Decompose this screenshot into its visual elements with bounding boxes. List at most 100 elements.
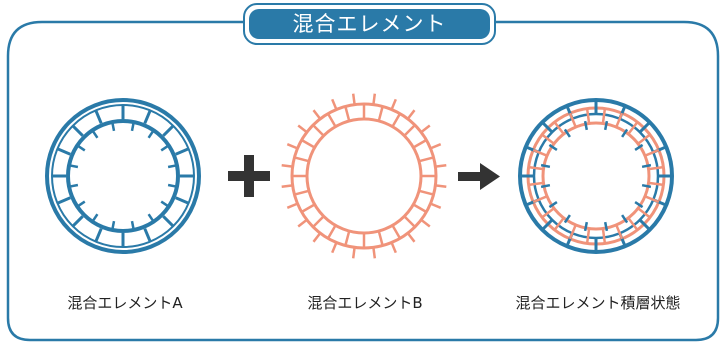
element-b-rung xyxy=(300,138,316,149)
element-b-rung xyxy=(294,189,310,196)
stacked-salmon-rung xyxy=(568,112,577,128)
element-b-spike xyxy=(430,143,442,150)
element-b-rung xyxy=(403,124,416,137)
element-a-inner-tick xyxy=(76,200,86,208)
stacked-salmon-rung xyxy=(568,224,577,240)
plus-icon xyxy=(228,155,270,197)
element-a-inner-tick xyxy=(68,164,79,169)
element-b-spike xyxy=(420,124,431,134)
element-b-rung xyxy=(377,106,384,122)
caption-element-a: 混合エレメントA xyxy=(67,294,183,312)
stacked-salmon-rung xyxy=(644,195,660,204)
element-b-rung xyxy=(403,215,416,228)
element-b-spike xyxy=(435,163,447,168)
stacked-salmon-rung xyxy=(644,148,660,157)
element-a-rung xyxy=(162,215,175,228)
outer-frame xyxy=(6,20,720,342)
stacked-salmon-rung xyxy=(541,207,555,219)
element-b-spike xyxy=(297,124,308,134)
stacked-salmon-rung xyxy=(648,181,664,187)
stacked-blue-inner-tick xyxy=(548,201,558,209)
stacked-salmon-rung xyxy=(528,165,544,171)
stacked-blue-rung xyxy=(638,218,651,231)
element-b-rung xyxy=(412,138,428,149)
element-b-spike xyxy=(406,109,416,120)
stacked-salmon-rung xyxy=(585,108,591,124)
element-a-rung xyxy=(143,109,152,124)
element-a-inner-tick xyxy=(167,164,178,169)
element-a-inner-tick xyxy=(91,213,99,223)
element-a-inner-tick xyxy=(130,121,135,132)
element-a-inner-tick xyxy=(160,200,170,208)
stacked-blue-rung xyxy=(638,121,651,134)
element-a-rung xyxy=(56,147,71,156)
element-a-rung xyxy=(94,109,103,124)
element-b-rung xyxy=(294,156,310,163)
element-b-spike xyxy=(406,232,416,243)
stacked-salmon-rung xyxy=(532,148,548,157)
arrow-right-icon xyxy=(458,163,500,190)
stacked-salmon-rung xyxy=(637,133,651,145)
stacked-blue-inner-tick xyxy=(621,214,629,224)
stacked-blue-inner-tick xyxy=(563,214,571,224)
element-b-spike xyxy=(297,218,308,228)
element-b-spike xyxy=(286,202,298,209)
stacked-blue-inner-tick xyxy=(641,183,652,189)
element-a-rung xyxy=(143,228,152,243)
title-badge: 混合エレメント xyxy=(243,3,496,45)
element-b-rung xyxy=(326,112,337,128)
stacked-salmon-rung xyxy=(648,165,664,171)
element-b-ring xyxy=(281,93,447,259)
element-b-rung xyxy=(312,215,325,228)
stacked-blue-inner-tick xyxy=(603,120,609,131)
element-b-rung xyxy=(326,224,337,240)
element-a-inner-tick xyxy=(160,144,170,152)
element-a-inner-tick xyxy=(68,183,79,188)
element-b-spike xyxy=(281,163,293,168)
element-a-rung xyxy=(175,196,190,205)
element-a-inner-tick xyxy=(147,129,155,139)
stacked-salmon-rung xyxy=(627,121,639,135)
element-b-spike xyxy=(281,184,293,189)
stacked-salmon-rung xyxy=(541,133,555,145)
element-b-spike xyxy=(390,98,397,110)
stacked-blue-inner-tick xyxy=(634,201,644,209)
element-b-spike xyxy=(331,98,338,110)
stacked-blue-inner-tick xyxy=(583,120,589,131)
element-a-rung xyxy=(94,228,103,243)
stacked-blue-inner-tick xyxy=(603,221,609,232)
element-a-inner-tick xyxy=(111,121,116,132)
element-b-spike xyxy=(372,93,377,105)
caption-stacked-state: 混合エレメント積層状態 xyxy=(515,294,681,312)
stacked-salmon-rung xyxy=(532,195,548,204)
stacked-salmon-rung xyxy=(553,217,565,231)
stacked-salmon-rung xyxy=(528,181,544,187)
stacked-blue-inner-tick xyxy=(563,128,571,138)
element-b-rung xyxy=(391,224,402,240)
stacked-salmon-rung xyxy=(553,121,565,135)
element-a-rung xyxy=(71,124,84,137)
element-a-inner-tick xyxy=(111,220,116,231)
element-b-rung xyxy=(344,106,351,122)
element-b-rung xyxy=(377,230,384,246)
stacked-blue-rung xyxy=(541,218,554,231)
stacked-salmon-rung xyxy=(585,228,591,244)
caption-element-b: 混合エレメントB xyxy=(307,294,423,312)
element-b-rung xyxy=(344,230,351,246)
element-b-spike xyxy=(430,202,442,209)
element-b-spike xyxy=(351,93,356,105)
stacked-salmon-rung xyxy=(637,207,651,219)
element-b-spike xyxy=(420,218,431,228)
stacked-salmon-rung xyxy=(615,224,624,240)
stacked-blue-inner-tick xyxy=(621,128,629,138)
element-a-ring xyxy=(45,98,201,254)
element-b-rung xyxy=(312,124,325,137)
element-b-rung xyxy=(418,189,434,196)
stacked-salmon-rung xyxy=(615,112,624,128)
element-b-spike xyxy=(312,109,322,120)
element-b-spike xyxy=(312,232,322,243)
stacked-salmon-rung xyxy=(627,217,639,231)
stacked-blue-inner-tick xyxy=(634,143,644,151)
stacked-blue-rung xyxy=(541,121,554,134)
